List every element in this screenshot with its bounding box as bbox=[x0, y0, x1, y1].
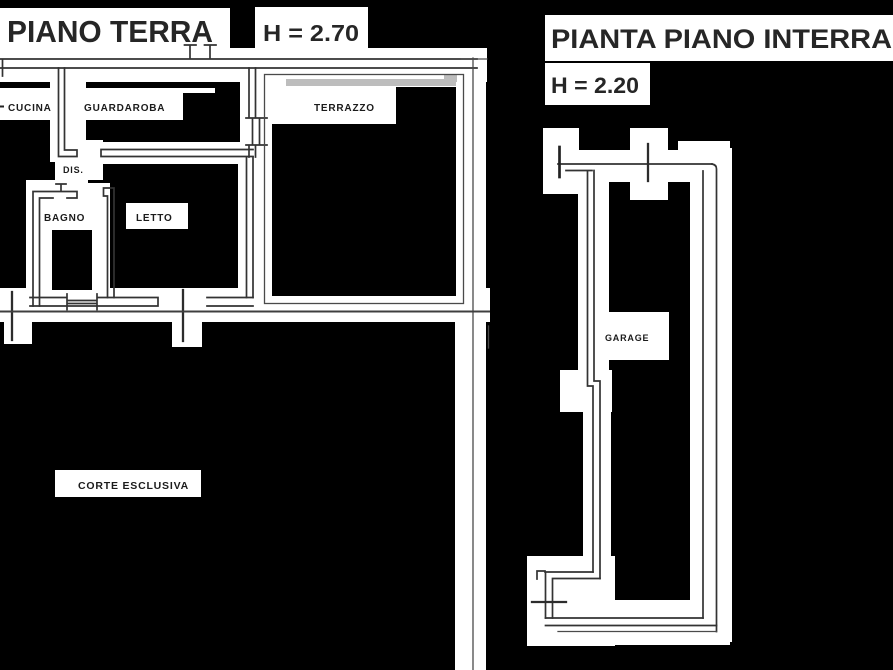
bagno-walls bbox=[32, 183, 78, 307]
room-label-guardaroba: GUARDAROBA bbox=[84, 103, 165, 114]
room-label-band-halo bbox=[0, 88, 215, 120]
right-plan-title: PIANTA PIANO INTERRA bbox=[551, 24, 892, 54]
terrazzo-boundary bbox=[263, 73, 465, 305]
bottom-tick-halo-left bbox=[4, 322, 32, 344]
room-label-letto: LETTO bbox=[136, 213, 173, 224]
garage-walls bbox=[530, 142, 718, 633]
room-label-bagno: BAGNO bbox=[44, 213, 85, 224]
terrazzo-shade-strip bbox=[286, 79, 456, 86]
left-plan-height-label: H = 2.70 bbox=[263, 20, 359, 46]
corte-label-paper bbox=[55, 470, 201, 497]
right-title-paper bbox=[545, 15, 893, 61]
left-plan-interior-patches bbox=[52, 87, 456, 296]
cucina-divider-wall bbox=[57, 67, 78, 158]
right-height-paper bbox=[545, 63, 650, 105]
bagno-left-wall-halo bbox=[26, 183, 48, 310]
guardaroba-bottom-wall bbox=[100, 148, 254, 158]
letto-right-wall bbox=[245, 156, 254, 299]
bagno-interior bbox=[52, 230, 92, 290]
garage-left-wall-halo-lower bbox=[583, 394, 611, 584]
room-label-corte: CORTE ESCLUSIVA bbox=[78, 480, 189, 492]
garage-bottomleft-entry bbox=[536, 570, 601, 619]
right-plan-height-label: H = 2.20 bbox=[551, 73, 639, 98]
letto-right-wall-halo bbox=[238, 148, 264, 310]
room-label-dis: DIS. bbox=[63, 165, 84, 175]
top-exterior-wall bbox=[0, 44, 478, 77]
room-label-garage: GARAGE bbox=[605, 333, 649, 343]
garage-bottom-wall bbox=[544, 617, 718, 627]
height-label-paper bbox=[255, 7, 368, 54]
right-wall-halo bbox=[455, 56, 486, 670]
labels: PIANO TERRA H = 2.70 PIANTA PIANO INTERR… bbox=[0, 14, 892, 492]
guardaroba-right-wall-window bbox=[245, 67, 268, 158]
garage-top-and-left-wall bbox=[557, 163, 713, 580]
left-plan-walls bbox=[0, 44, 490, 670]
terrazzo-shade-strip-end bbox=[444, 75, 457, 82]
left-plan-title: PIANO TERRA bbox=[7, 14, 213, 49]
room-label-cucina: CUCINA bbox=[8, 103, 52, 114]
letto-label-halo bbox=[126, 203, 188, 229]
terrazzo-interior bbox=[272, 124, 456, 296]
terrazzo-interior-top bbox=[396, 87, 456, 124]
bottom-tick-halo-mid bbox=[172, 322, 202, 347]
garage-right-wall-halo bbox=[690, 148, 732, 642]
right-exterior-wall bbox=[460, 57, 488, 670]
garage-right-wall bbox=[702, 163, 718, 633]
bottom-exterior-wall bbox=[29, 293, 254, 311]
guardaroba-interior bbox=[183, 93, 240, 130]
letto-top-wall-halo bbox=[95, 142, 260, 164]
room-label-terrazzo: TERRAZZO bbox=[314, 103, 375, 114]
letto-left-wall bbox=[102, 187, 115, 299]
garage-label-paper bbox=[597, 312, 669, 360]
bottom-opening-ticks bbox=[10, 288, 185, 343]
garage-paper-halos bbox=[527, 15, 893, 646]
